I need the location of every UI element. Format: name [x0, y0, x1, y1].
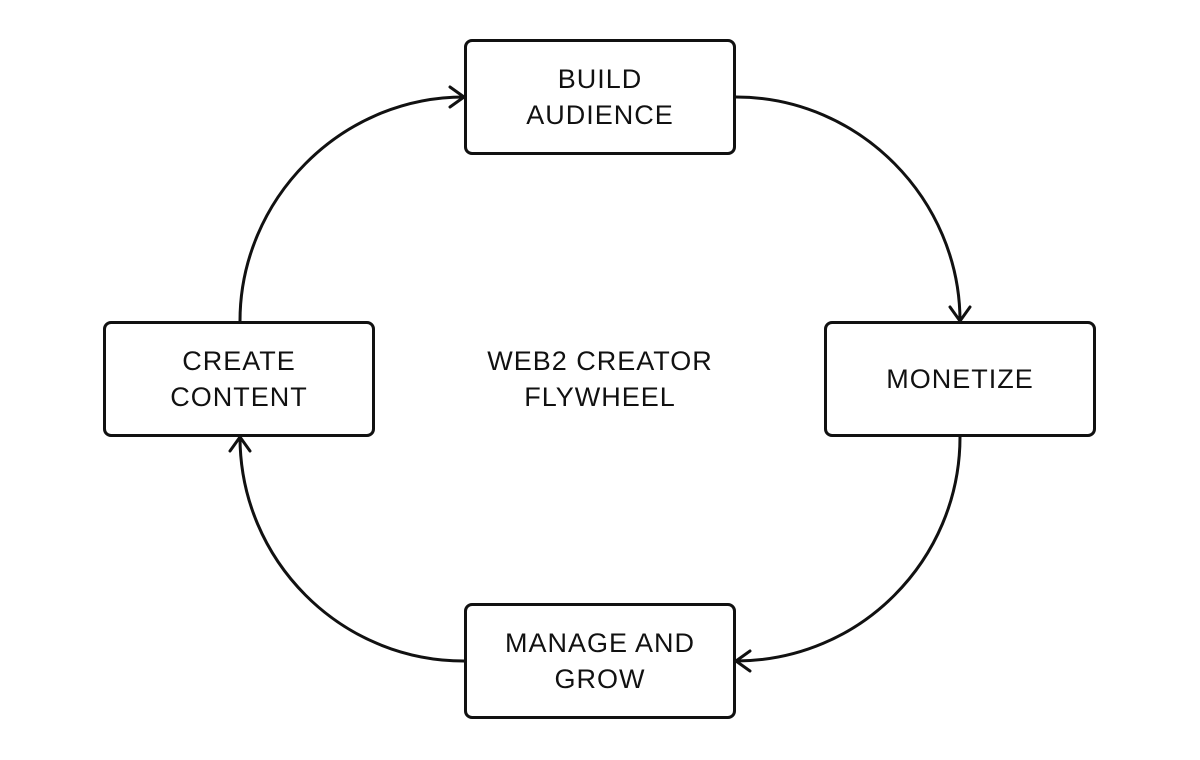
node-create-content-label: CREATE CONTENT [170, 346, 308, 412]
node-create-content[interactable]: CREATE CONTENT [103, 321, 375, 437]
node-monetize[interactable]: MONETIZE [824, 321, 1096, 437]
arrowhead-create [228, 435, 252, 453]
node-build-audience-label: BUILD AUDIENCE [526, 64, 674, 130]
arrow-build-to-monetize [734, 95, 962, 323]
diagram-center-title: WEB2 CREATOR FLYWHEEL [487, 346, 713, 412]
arrow-manage-to-create [238, 435, 466, 663]
node-build-audience[interactable]: BUILD AUDIENCE [464, 39, 736, 155]
arrow-monetize-to-manage [734, 435, 962, 663]
node-manage-and-grow[interactable]: MANAGE AND GROW [464, 603, 736, 719]
node-monetize-label: MONETIZE [886, 364, 1034, 394]
arrow-create-to-build [238, 95, 466, 323]
arrowhead-manage [734, 649, 752, 673]
node-manage-and-grow-label: MANAGE AND GROW [504, 628, 696, 694]
